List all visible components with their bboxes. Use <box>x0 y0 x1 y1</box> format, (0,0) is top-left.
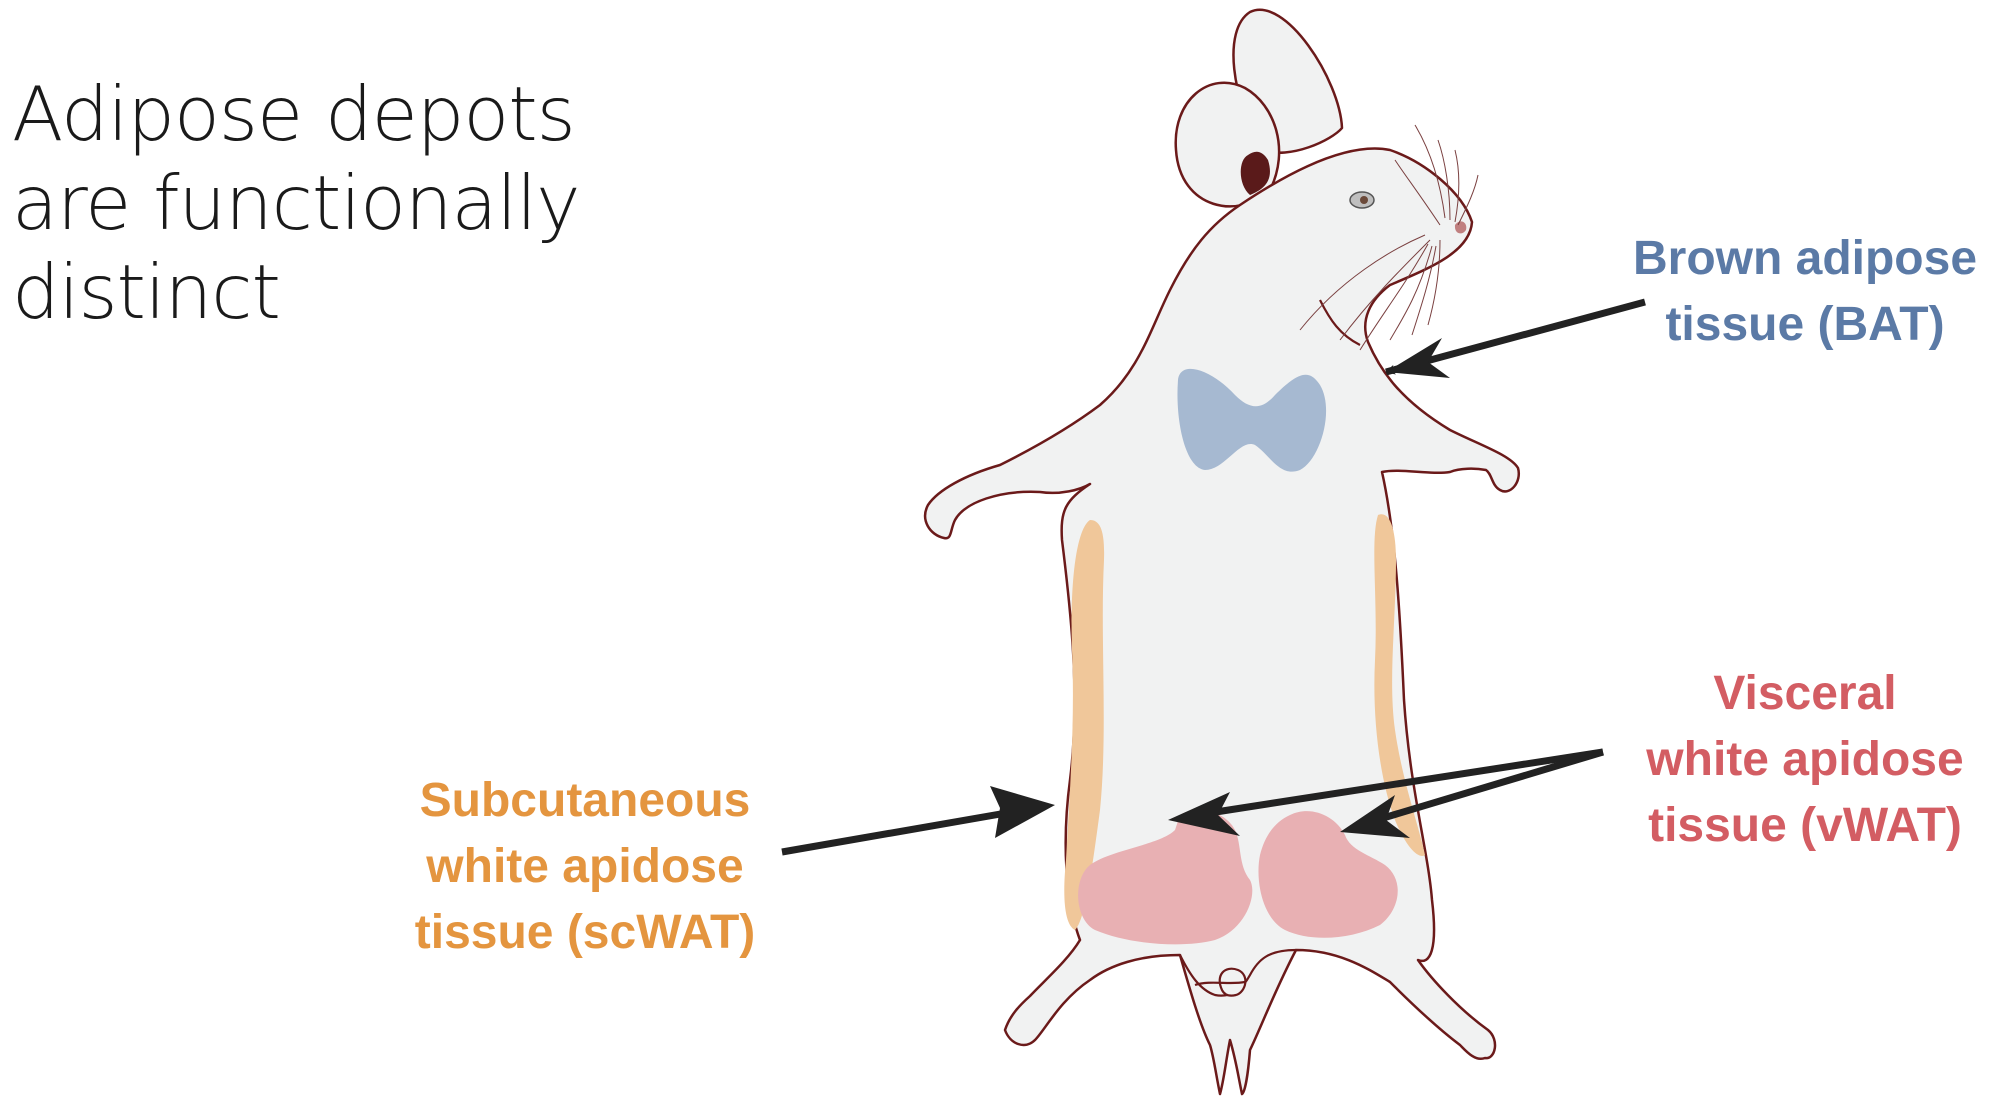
scwat-arrowhead <box>990 786 1055 838</box>
title-line-1: Adipose depots <box>12 70 576 158</box>
mouse-body <box>923 147 1521 1096</box>
scwat-label-line-1: Subcutaneous <box>419 774 751 827</box>
vwat-arrow-1 <box>1189 748 1604 820</box>
title-line-2: are functionally <box>12 159 581 247</box>
bat-arrowhead <box>1386 338 1450 378</box>
vwat-arrowhead-1 <box>1168 792 1240 836</box>
vwat-depot-left <box>1078 810 1253 945</box>
bat-label-line-1: Brown adipose <box>1632 232 1978 285</box>
mouse-inner-ear <box>1240 151 1270 195</box>
vwat-depot-right <box>1258 811 1398 938</box>
vwat-label-line-2: white apidose <box>1646 733 1964 786</box>
vwat-arrowhead-2 <box>1340 795 1410 838</box>
vwat-arrow-2 <box>1358 748 1605 829</box>
bat-label: Brown adipose tissue (BAT) <box>1610 226 1998 358</box>
bat-depot-shape <box>1177 368 1327 472</box>
mouse-nose <box>1454 221 1467 234</box>
vwat-label-line-1: Visceral <box>1713 667 1897 720</box>
bat-label-line-2: tissue (BAT) <box>1665 298 1945 351</box>
vwat-label-line-3: tissue (vWAT) <box>1648 799 1962 852</box>
mouse-whiskers <box>1299 124 1479 351</box>
scwat-arrow <box>781 804 1036 856</box>
scwat-label: Subcutaneous white apidose tissue (scWAT… <box>390 768 780 966</box>
slide-title: Adipose depots are functionally distinct <box>12 70 652 337</box>
scwat-depot-right <box>1374 514 1425 856</box>
scwat-label-line-3: tissue (scWAT) <box>414 906 756 959</box>
scwat-depot-left <box>1064 520 1105 930</box>
title-line-3: distinct <box>12 248 281 336</box>
scwat-label-line-2: white apidose <box>426 840 744 893</box>
bat-arrow <box>1385 298 1646 376</box>
vwat-label: Visceral white apidose tissue (vWAT) <box>1620 661 1990 859</box>
